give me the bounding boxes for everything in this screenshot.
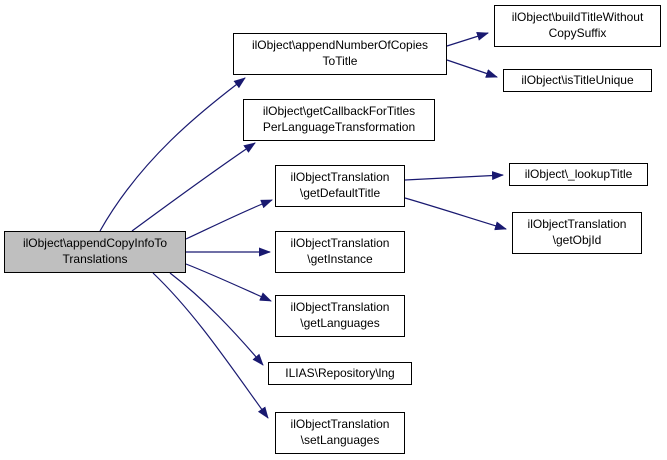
node-set-languages[interactable]: ilObjectTranslation \setLanguages [275, 412, 405, 454]
node-get-obj-id[interactable]: ilObjectTranslation \getObjId [512, 212, 642, 254]
node-lookup-title[interactable]: ilObject\_lookupTitle [509, 163, 648, 186]
edge-appendCopyInfoToTranslations-lng [169, 272, 264, 366]
node-build-title-without-copy-suffix[interactable]: ilObject\buildTitleWithout CopySuffix [494, 5, 661, 47]
node-get-callback-for-titles-per-language-transformation[interactable]: ilObject\getCallbackForTitles PerLanguag… [243, 99, 435, 141]
edge-appendCopyInfoToTranslations-getLanguages [185, 263, 272, 302]
node-is-title-unique[interactable]: ilObject\isTitleUnique [503, 69, 652, 92]
edge-getDefaultTitle-lookupTitle [404, 171, 504, 181]
node-get-default-title[interactable]: ilObjectTranslation \getDefaultTitle [275, 165, 405, 207]
edge-appendCopyInfoToTranslations-setLanguages [152, 272, 269, 419]
edge-appendCopyInfoToTranslations-appendNumberOfCopiesToTitle [99, 77, 246, 232]
edge-appendNumberOfCopiesToTitle-isTitleUnique [446, 59, 498, 78]
node-append-copy-info-to-translations[interactable]: ilObject\appendCopyInfoTo Translations [4, 231, 186, 273]
edge-appendNumberOfCopiesToTitle-buildTitleWithoutCopySuffix [446, 32, 489, 47]
node-get-languages[interactable]: ilObjectTranslation \getLanguages [275, 295, 405, 337]
edge-appendCopyInfoToTranslations-getCallbackForTitlesPerLanguageTransformation [131, 142, 256, 232]
node-ilias-repository-lng[interactable]: ILIAS\Repository\lng [268, 362, 412, 385]
node-append-number-of-copies-to-title[interactable]: ilObject\appendNumberOfCopies ToTitle [233, 33, 447, 75]
edge-appendCopyInfoToTranslations-getDefaultTitle [185, 199, 273, 240]
edge-getDefaultTitle-getObjId [404, 197, 507, 231]
node-get-instance[interactable]: ilObjectTranslation \getInstance [275, 231, 405, 273]
